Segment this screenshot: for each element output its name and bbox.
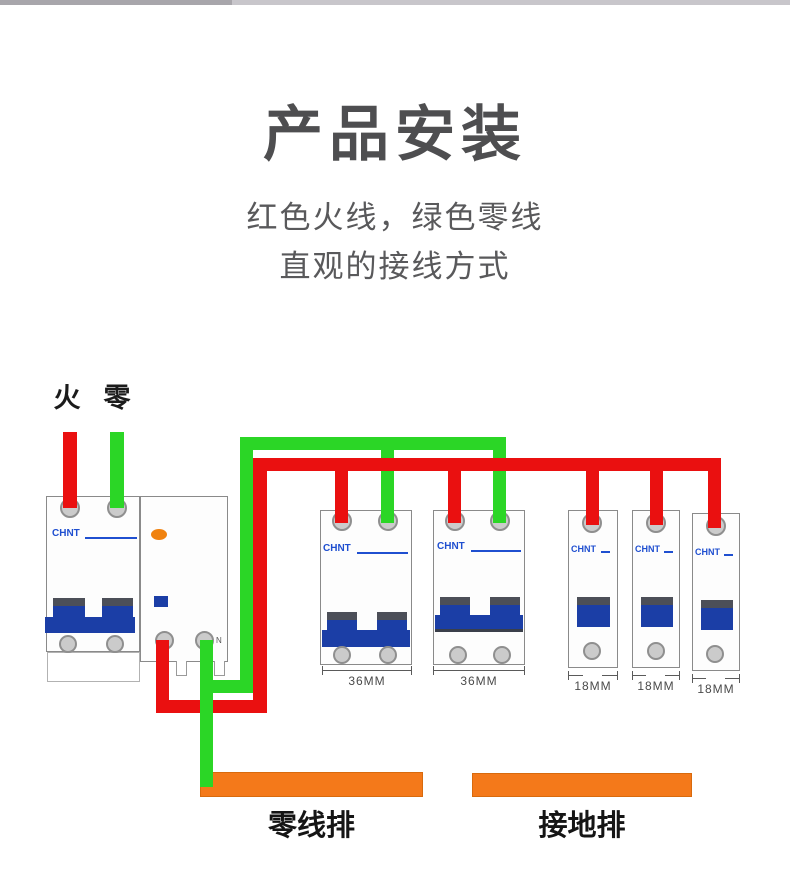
brand-logo: CHNT (323, 543, 351, 554)
dim-line (602, 675, 617, 676)
din-clip-tab (176, 661, 187, 676)
neutral-input-wire (110, 432, 124, 508)
dim-label-36mm: 36MM (348, 674, 386, 688)
handle-body (701, 608, 733, 630)
ground-bar-label: 接地排 (538, 810, 626, 842)
rcd-test-button (154, 596, 168, 607)
breaker-terminal (493, 646, 511, 664)
handle-cap (641, 597, 673, 605)
live-bus-wire (253, 458, 721, 471)
live-drop-wire (650, 471, 663, 525)
rcd-indicator-light (151, 529, 167, 540)
main-out-terminal (59, 635, 77, 653)
handle-cap (577, 597, 610, 605)
handle-body (641, 605, 673, 627)
live-drop-wire (448, 471, 461, 523)
handle-cap (377, 612, 407, 620)
neutral-bus-bar (200, 772, 423, 797)
main-breaker-flange (47, 652, 140, 682)
dim-line (632, 675, 646, 676)
dim-label-18mm: 18MM (637, 679, 675, 693)
dim-tick (617, 671, 618, 680)
handle-stem (490, 605, 520, 616)
rcd-module-body (140, 496, 228, 662)
handle-cap (701, 600, 733, 608)
neutral-wire-label: 零 (103, 383, 131, 413)
neutral-to-bar-wire (200, 640, 213, 787)
live-drop-wire (708, 471, 721, 528)
breaker-terminal (379, 646, 397, 664)
breaker-18mm-2-body (632, 510, 680, 668)
brand-underline (664, 551, 673, 553)
brand-logo: CHNT (695, 547, 720, 557)
live-drop-wire (586, 471, 599, 525)
dim-line (725, 678, 739, 679)
top-strip-right (232, 0, 790, 5)
handle-cap (440, 597, 470, 605)
dim-line (568, 675, 583, 676)
brand-underline (357, 552, 408, 554)
neutral-bus-wire (240, 437, 506, 450)
dim-label-18mm: 18MM (574, 679, 612, 693)
main-handle-cap (53, 598, 85, 606)
live-drop-wire (335, 471, 348, 523)
dim-tick (679, 671, 680, 680)
live-out-wire (156, 640, 169, 713)
live-input-wire (63, 432, 77, 508)
dim-line (665, 675, 679, 676)
breaker-terminal (333, 646, 351, 664)
subtitle-line1: 红色火线，绿色零线 (246, 200, 544, 235)
handle-cap (327, 612, 357, 620)
ground-bus-bar (472, 773, 692, 797)
handle-cap (490, 597, 520, 605)
brand-underline (85, 537, 137, 539)
main-out-terminal (106, 635, 124, 653)
dim-line (322, 670, 412, 671)
dim-tick (739, 674, 740, 683)
dim-label-36mm: 36MM (460, 674, 498, 688)
subtitle-line2: 直观的接线方式 (279, 249, 511, 284)
handle-stem (327, 620, 357, 631)
neutral-riser-wire (240, 450, 253, 693)
breaker-18mm-3-body (692, 513, 740, 671)
brand-underline (471, 550, 521, 552)
brand-logo: CHNT (635, 544, 660, 554)
main-handle-stem (102, 606, 133, 618)
breaker-terminal (706, 645, 724, 663)
brand-underline (724, 554, 733, 556)
din-clip-tab (214, 661, 225, 676)
breaker-terminal (647, 642, 665, 660)
brand-logo: CHNT (52, 528, 80, 539)
brand-logo: CHNT (437, 541, 465, 552)
main-handle-cap (102, 598, 133, 606)
handle-bar (322, 630, 410, 647)
dim-line (692, 678, 706, 679)
dim-line (433, 670, 525, 671)
breaker-36mm-2-body (433, 510, 525, 665)
live-wire-label: 火 (53, 383, 81, 413)
rcd-n-terminal-label: N (216, 636, 222, 645)
top-strip-left (0, 0, 232, 5)
dim-label-18mm: 18MM (697, 682, 735, 696)
brand-logo: CHNT (571, 544, 596, 554)
main-handle-bar (45, 617, 135, 633)
breaker-terminal (449, 646, 467, 664)
handle-bar (435, 615, 523, 632)
breaker-terminal (583, 642, 601, 660)
handle-stem (377, 620, 407, 631)
neutral-bar-label: 零线排 (267, 810, 355, 842)
brand-underline (601, 551, 610, 553)
handle-stem (440, 605, 470, 616)
breaker-18mm-1-body (568, 510, 618, 668)
main-handle-stem (53, 606, 85, 618)
page-title: 产品安装 (263, 101, 527, 168)
handle-body (577, 605, 610, 627)
neutral-branch-wire (200, 680, 253, 693)
live-riser-wire (253, 471, 267, 713)
